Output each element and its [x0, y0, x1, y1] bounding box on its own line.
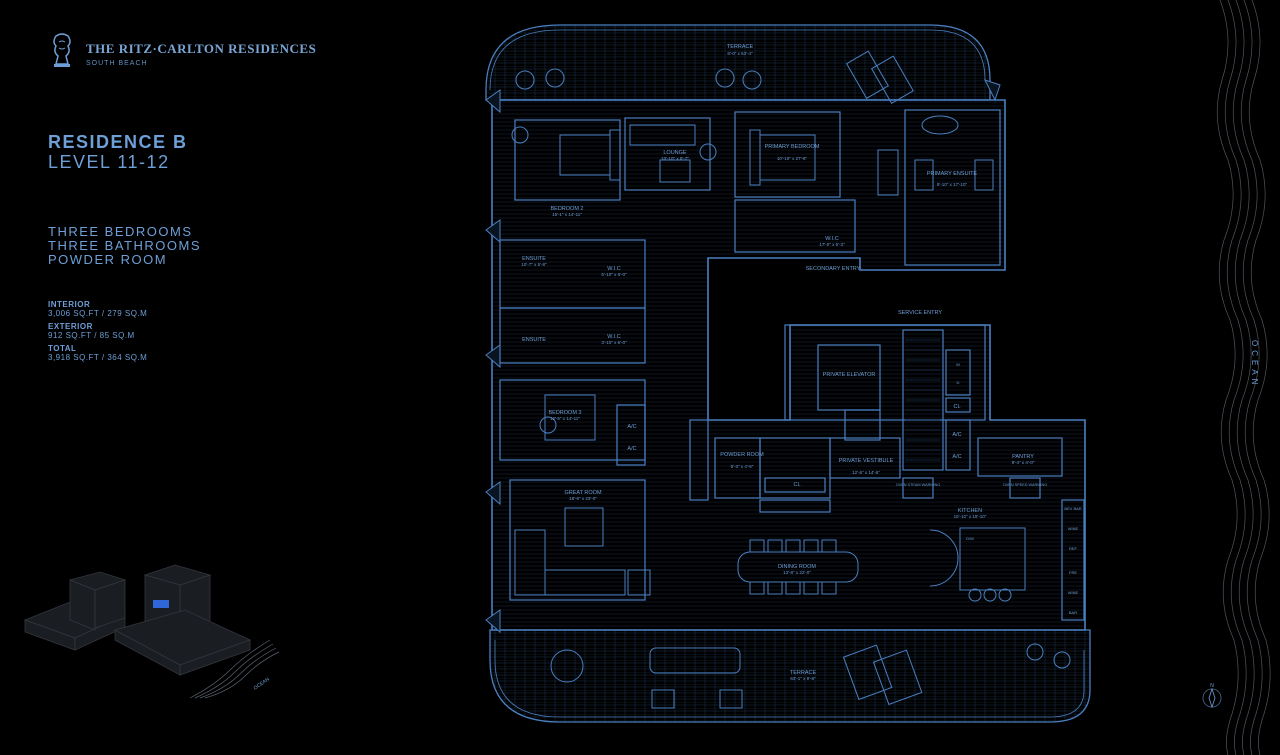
- room-label: W.I.C: [607, 266, 620, 272]
- room-label: PANTRY: [1012, 454, 1034, 460]
- appliance-label: WINE: [1068, 590, 1079, 595]
- room-label: SERVICE ENTRY: [898, 310, 942, 316]
- room-label: A/C: [952, 432, 961, 438]
- room-label: DINING ROOM: [778, 564, 816, 570]
- room-dimension: 13'-8" x 22'-0": [783, 570, 811, 575]
- room-label: LOUNGE: [663, 150, 687, 156]
- room-label: PRIMARY ENSUITE: [927, 171, 978, 177]
- appliance-label: REF: [1069, 546, 1078, 551]
- lion-crest-icon: [53, 33, 71, 67]
- room-label: PRIMARY BEDROOM: [765, 144, 820, 150]
- room-dimension: 10'-10" x 27'-8": [777, 156, 808, 161]
- area-summary: INTERIOR 3,006 SQ.FT / 279 SQ.M EXTERIOR…: [48, 300, 147, 366]
- compass-icon: N: [1202, 683, 1222, 709]
- appliance-label: BAR: [1069, 610, 1077, 615]
- compass-north-label: N: [1210, 683, 1214, 689]
- building-key-map: OCEAN: [23, 564, 280, 699]
- room-dimension: 12'-5" x 14'-11": [550, 416, 580, 421]
- residence-name: RESIDENCE B: [48, 132, 188, 152]
- room-label: SECONDARY ENTRY: [806, 266, 861, 272]
- room-dimension: 10'-7" x 5'-8": [521, 262, 547, 267]
- floor-plan: TERRACE 8'-0" x 53'-4" LOUNGE 10'-10" x …: [485, 24, 1091, 723]
- room-label: CL: [793, 482, 800, 488]
- room-label: ENSUITE: [522, 337, 546, 343]
- appliance-label: FRE: [1069, 570, 1077, 575]
- room-label: PRIVATE VESTIBULE: [839, 458, 894, 464]
- room-label: A/C: [952, 454, 961, 460]
- appliance-label: W: [956, 362, 960, 367]
- room-dimension: 18'-6" x 23'-0": [569, 496, 597, 501]
- room-dimension: 17'-0" x 5'-3": [819, 242, 845, 247]
- terrace-bottom: [489, 629, 1091, 723]
- area-label: INTERIOR: [48, 300, 91, 309]
- room-dimension: 5'-10" x 6'-0": [601, 272, 627, 277]
- appliance-label: OVEN STEAM WARMING: [896, 483, 941, 487]
- brand-header: THE RITZ·CARLTON RESIDENCES: [48, 32, 316, 68]
- room-label: A/C: [627, 446, 636, 452]
- area-value: 3,918 SQ.FT / 364 SQ.M: [48, 353, 148, 362]
- room-dimension: 16'-10" x 19'-10": [954, 514, 987, 519]
- ocean-label: OCEAN: [1250, 340, 1259, 389]
- appliance-label: BEV BAR: [1064, 506, 1081, 511]
- room-label: PRIVATE ELEVATOR: [823, 372, 876, 378]
- room-label: TERRACE: [727, 44, 754, 50]
- unit-highlight: [153, 600, 169, 608]
- room-dimension: 8'-0" x 53'-4": [727, 51, 753, 56]
- brand-name: THE RITZ·CARLTON RESIDENCES: [86, 41, 317, 56]
- area-value: 3,006 SQ.FT / 279 SQ.M: [48, 309, 148, 318]
- room-label: A/C: [627, 424, 636, 430]
- room-label: W.I.C: [825, 236, 838, 242]
- room-dimension: 15'-1" x 14'-11": [552, 212, 582, 217]
- room-label: BEDROOM 3: [548, 410, 581, 416]
- area-value: 912 SQ.FT / 85 SQ.M: [48, 331, 135, 340]
- room-dimension: 9'-10" x 17'-10": [937, 182, 968, 187]
- features-list: THREE BEDROOMS THREE BATHROOMS POWDER RO…: [48, 225, 201, 267]
- terrace-top: [485, 24, 991, 101]
- appliance-label: OVEN SPEED WARMING: [1003, 483, 1047, 487]
- room-label: ENSUITE: [522, 256, 546, 262]
- room-label: TERRACE: [790, 670, 817, 676]
- room-label: W.I.C: [607, 334, 620, 340]
- brand-location: SOUTH BEACH: [86, 60, 148, 67]
- area-label: TOTAL: [48, 344, 77, 353]
- ocean-waves: [1216, 0, 1271, 755]
- ocean-small-label: OCEAN: [253, 676, 271, 691]
- room-label: GREAT ROOM: [564, 490, 601, 496]
- appliance-label: D: [957, 380, 960, 385]
- room-label: CL: [953, 404, 960, 410]
- room-dimension: 12'-6" x 14'-6": [852, 470, 880, 475]
- room-label: BEDROOM 2: [550, 206, 583, 212]
- room-dimension: 10'-10" x 8'-7": [661, 156, 689, 161]
- appliance-label: WINE: [1068, 526, 1079, 531]
- feature-item: POWDER ROOM: [48, 252, 168, 267]
- appliance-label: D/W: [966, 536, 974, 541]
- feature-item: THREE BATHROOMS: [48, 238, 201, 253]
- room-dimension: 3'-10" x 6'-0": [601, 340, 627, 345]
- room-dimension: 9'-4" x 4'-0": [1012, 460, 1035, 465]
- feature-item: THREE BEDROOMS: [48, 224, 193, 239]
- area-label: EXTERIOR: [48, 322, 93, 331]
- residence-level: LEVEL 11-12: [48, 152, 170, 172]
- room-dimension: 63'-1" x 9'-8": [790, 676, 816, 681]
- room-label: POWDER ROOM: [720, 452, 764, 458]
- room-dimension: 6'-3" x 4'-6": [731, 464, 754, 469]
- room-label: KITCHEN: [958, 508, 982, 514]
